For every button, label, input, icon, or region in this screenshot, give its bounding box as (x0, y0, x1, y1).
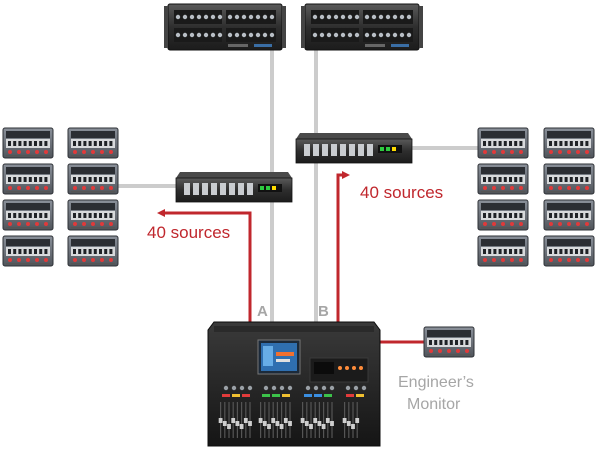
console-fader-22 (321, 402, 326, 438)
console-fader-5 (235, 402, 240, 438)
personal-mixer-left-6 (67, 199, 119, 231)
console-fader-2 (222, 402, 227, 438)
console-fader-6 (239, 402, 244, 438)
console-fader-4 (231, 402, 236, 438)
personal-mixer-right-3 (477, 163, 529, 195)
console-fader-3 (227, 402, 231, 438)
personal-mixer-right-6 (543, 199, 595, 231)
engineer-monitor-label-line2: Monitor (407, 396, 461, 413)
sources-label-right: 40 sources (360, 183, 443, 202)
console-fader-17 (300, 402, 305, 438)
console-fader-8 (248, 402, 252, 438)
console-fader-19 (309, 402, 313, 438)
personal-mixer-left-2 (67, 127, 119, 159)
personal-mixer-left-8 (67, 235, 119, 267)
io-splitter-left (175, 172, 293, 203)
personal-mixer-left-3 (2, 163, 54, 195)
personal-mixer-left-4 (67, 163, 119, 195)
console-fader-23 (325, 402, 330, 438)
personal-mixer-right-1 (477, 127, 529, 159)
personal-mixer-right-8 (543, 235, 595, 267)
console-fader-12 (271, 402, 276, 438)
link-a-label: A (257, 303, 268, 320)
personal-mixer-right-7 (477, 235, 529, 267)
signal-line-b (336, 171, 350, 322)
personal-mixer-right-5 (477, 199, 529, 231)
console-fader-1 (218, 402, 223, 438)
console-fader-26 (346, 402, 351, 438)
console-fader-25 (342, 402, 347, 438)
console-fader-28 (355, 402, 360, 438)
personal-mixer-right-2 (543, 127, 595, 159)
stage-rack-1 (164, 3, 286, 51)
console-fader-27 (351, 402, 355, 438)
console-fader-16 (288, 402, 292, 438)
personal-mixer-right-4 (543, 163, 595, 195)
link-b-label: B (318, 303, 329, 320)
engineer-personal-mixer (423, 326, 475, 358)
console-fader-bank (218, 402, 360, 438)
personal-mixer-left-7 (2, 235, 54, 267)
console-fader-14 (279, 402, 284, 438)
sources-label-left: 40 sources (147, 223, 230, 242)
console-fader-9 (258, 402, 263, 438)
personal-mixers-right (477, 127, 595, 267)
console-fader-7 (243, 402, 248, 438)
personal-mixer-left-1 (2, 127, 54, 159)
stage-rack-2 (301, 3, 423, 51)
console-fader-11 (267, 402, 271, 438)
console-fader-20 (313, 402, 318, 438)
io-splitter-right (295, 133, 413, 164)
mixing-console (207, 321, 381, 447)
console-fader-21 (317, 402, 322, 438)
console-fader-24 (330, 402, 334, 438)
console-fader-15 (283, 402, 288, 438)
engineer-monitor-mixer (423, 326, 475, 358)
engineer-monitor-label-line1: Engineer’s (398, 374, 474, 391)
signal-line-a (157, 209, 252, 322)
console-fader-13 (275, 402, 280, 438)
personal-mixer-left-5 (2, 199, 54, 231)
personal-mixers-left (2, 127, 119, 267)
console-fader-18 (304, 402, 309, 438)
console-fader-10 (262, 402, 267, 438)
